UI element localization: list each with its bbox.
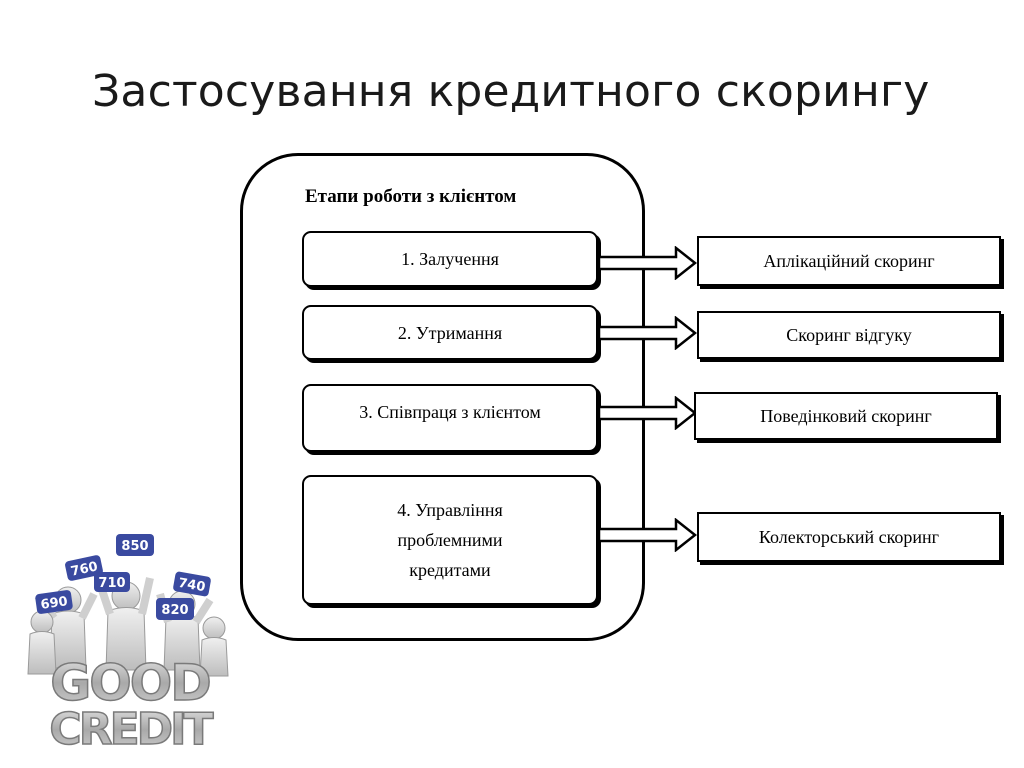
stage-box-3: 3. Співпраця з клієнтом (302, 384, 598, 452)
arrow-right-icon (598, 316, 698, 350)
stage-4-label: 4. Управління проблемними кредитами (370, 495, 530, 585)
svg-text:740: 740 (177, 576, 206, 595)
stage-2-label: 2. Утримання (397, 323, 503, 343)
stage-4-line-2: проблемними (397, 530, 503, 550)
stage-3-label: 3. Співпраця з клієнтом (359, 402, 541, 422)
arrow-right-icon (598, 396, 698, 430)
stage-box-1: 1. Залучення (302, 231, 598, 287)
stage-4-line-1: 4. Управління (397, 500, 503, 520)
svg-text:760: 760 (69, 559, 99, 579)
good-credit-illustration: 850 760 710 740 820 690 GOOD CREDIT (27, 534, 229, 752)
result-box-3: Поведінковий скоринг (694, 392, 998, 440)
svg-text:CREDIT: CREDIT (49, 704, 213, 752)
result-3-label: Поведінковий скоринг (760, 405, 932, 426)
svg-text:690: 690 (40, 594, 69, 613)
svg-text:850: 850 (121, 539, 148, 554)
arrow-right-icon (598, 246, 698, 280)
result-box-2: Скоринг відгуку (697, 311, 1001, 359)
result-box-1: Аплікаційний скоринг (697, 236, 1001, 286)
slide-title: Застосування кредитного скорингу (92, 66, 930, 117)
stages-container-title: Етапи роботи з клієнтом (305, 186, 517, 207)
stage-1-label: 1. Залучення (401, 249, 499, 269)
arrow-right-icon (598, 518, 698, 552)
stage-4-line-3: кредитами (409, 560, 491, 580)
good-credit-banner: GOOD CREDIT (49, 653, 218, 752)
svg-text:820: 820 (161, 603, 188, 618)
result-4-label: Колекторський скоринг (758, 526, 940, 547)
stage-box-4: 4. Управління проблемними кредитами (302, 475, 598, 605)
svg-text:GOOD: GOOD (50, 654, 210, 712)
stage-box-2: 2. Утримання (302, 305, 598, 360)
result-2-label: Скоринг відгуку (786, 324, 912, 345)
result-box-4: Колекторський скоринг (697, 512, 1001, 562)
svg-text:710: 710 (98, 576, 125, 591)
score-signs: 850 760 710 740 820 690 (35, 534, 211, 620)
result-1-label: Аплікаційний скоринг (763, 250, 935, 271)
